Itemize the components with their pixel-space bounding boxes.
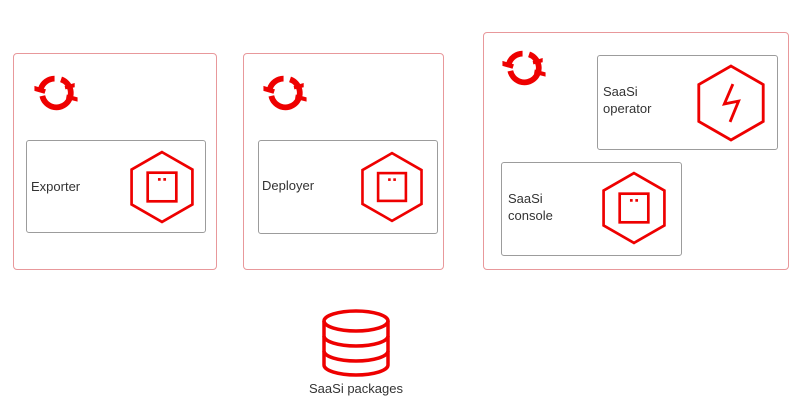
- component-label: Deployer: [262, 178, 315, 193]
- openshift-logo-icon: [501, 45, 547, 91]
- operator-icon: [695, 62, 767, 144]
- component-box-saasi-operator: SaaSi operator: [597, 55, 778, 150]
- cluster-box-exporter: Exporter: [13, 53, 217, 270]
- pod-icon: [359, 149, 425, 225]
- cluster-box-deployer: Deployer: [243, 53, 444, 270]
- component-box-saasi-console: SaaSi console: [501, 162, 682, 256]
- component-label: Exporter: [31, 179, 81, 194]
- pod-icon: [600, 169, 668, 247]
- openshift-logo-icon: [262, 70, 308, 116]
- openshift-logo-icon: [33, 70, 79, 116]
- component-label: SaaSi operator: [603, 84, 652, 116]
- database-icon: [320, 308, 392, 378]
- storage-label: SaaSi packages: [309, 381, 403, 396]
- component-label: SaaSi console: [508, 191, 553, 223]
- pod-icon: [128, 149, 196, 225]
- cluster-box-saasi: SaaSi operator SaaSi console: [483, 32, 789, 270]
- component-box-deployer: Deployer: [258, 140, 438, 234]
- component-box-exporter: Exporter: [26, 140, 206, 233]
